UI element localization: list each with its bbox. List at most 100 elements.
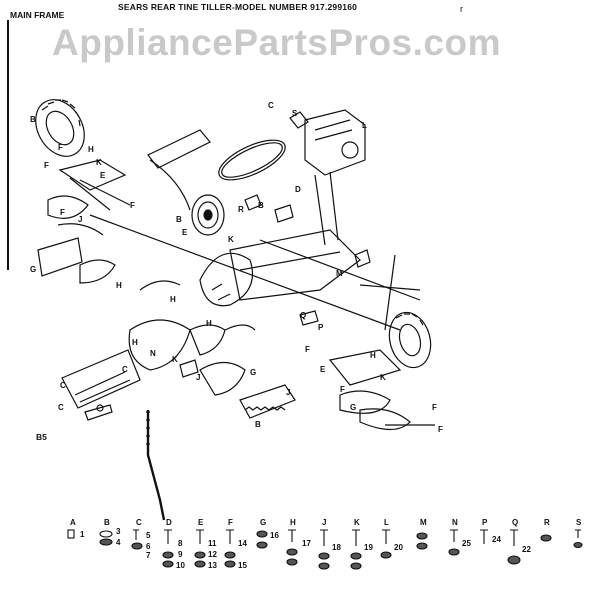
callout-f: F <box>305 345 310 354</box>
callout-r: R <box>238 205 244 214</box>
legend-number: 12 <box>208 550 217 559</box>
left-fender <box>79 259 116 284</box>
legend-letter: M <box>420 518 427 527</box>
center-shield-3 <box>199 361 246 396</box>
callout-k: K <box>96 158 102 167</box>
legend-number: 10 <box>176 561 185 570</box>
legend-letter: N <box>452 518 458 527</box>
legend-number: 4 <box>116 538 121 547</box>
callout-g: G <box>30 265 36 274</box>
bolt-icon <box>450 529 458 542</box>
callout-b: B <box>255 420 261 429</box>
bolt-icon <box>133 529 139 540</box>
legend-number: 8 <box>178 539 183 548</box>
legend-letter: L <box>384 518 389 527</box>
page-number: B5 <box>36 432 47 442</box>
callout-g: G <box>250 368 256 377</box>
control-cable <box>384 254 396 331</box>
callout-n: N <box>150 349 156 358</box>
callout-h: H <box>88 145 94 154</box>
legend-number: 22 <box>522 545 531 554</box>
callout-f: F <box>58 143 63 152</box>
legend-number: 5 <box>146 531 151 540</box>
callout-k: K <box>172 355 178 364</box>
legend-number: 19 <box>364 543 373 552</box>
center-shield-2 <box>128 319 191 371</box>
legend-number: 24 <box>492 535 501 544</box>
legend-number: 3 <box>116 527 121 536</box>
legend-letter: D <box>166 518 172 527</box>
pin-icon <box>67 529 75 539</box>
legend-letter: A <box>70 518 76 527</box>
bolt-icon <box>382 529 390 544</box>
legend-letter: J <box>322 518 326 527</box>
callout-f: F <box>432 403 437 412</box>
bolt-icon <box>575 529 581 538</box>
washer-icon <box>540 534 552 542</box>
callout-k: K <box>228 235 234 244</box>
engine <box>289 109 366 176</box>
legend-letter: S <box>576 518 582 527</box>
watermark: AppliancePartsPros.com <box>52 22 501 63</box>
callout-m: M <box>336 269 343 278</box>
bolt-icon <box>164 529 172 544</box>
frame-upright <box>314 171 339 246</box>
legend-letter: G <box>260 518 266 527</box>
callout-b: B <box>258 201 264 210</box>
callout-b: B <box>30 115 36 124</box>
callout-j: J <box>286 388 290 397</box>
rear-deflector <box>239 384 296 419</box>
callout-c: C <box>58 403 64 412</box>
left-tine-hub <box>47 159 131 236</box>
legend-number: 14 <box>238 539 247 548</box>
bolt-icon <box>352 529 360 546</box>
callout-c: C <box>60 381 66 390</box>
section-label: MAIN FRAME <box>10 10 65 20</box>
legend-number: 18 <box>332 543 341 552</box>
legend-letter: K <box>354 518 360 527</box>
legend-number: 17 <box>302 539 311 548</box>
callout-c: C <box>268 101 274 110</box>
callout-h: H <box>116 281 122 290</box>
callout-e: E <box>182 228 188 237</box>
right-tine-hub <box>328 349 435 431</box>
callout-f: F <box>44 161 49 170</box>
bolt-icon <box>226 529 234 544</box>
legend-letter: F <box>228 518 233 527</box>
main-frame <box>199 229 361 307</box>
bolt-icon <box>196 529 204 544</box>
hardware-legend: A B C D E F G H J K L M N P Q R S <box>70 518 582 527</box>
pulley <box>191 194 225 236</box>
bolt-icon <box>510 529 518 546</box>
left-tine-wheel <box>35 99 85 157</box>
callout-e: E <box>100 171 106 180</box>
washer-icon <box>99 530 113 538</box>
callout-h: H <box>206 319 212 328</box>
lower-bolt <box>84 404 113 421</box>
callout-q: Q <box>300 311 306 320</box>
callout-h: H <box>370 351 376 360</box>
center-shield-1 <box>139 280 181 291</box>
legend-letter: Q <box>512 518 518 527</box>
legend-number: 20 <box>394 543 403 552</box>
legend-number: 11 <box>208 539 217 548</box>
clip-1 <box>244 194 262 211</box>
depth-bar <box>146 410 166 521</box>
callout-k: K <box>380 373 386 382</box>
callout-h: H <box>170 295 176 304</box>
callout-g: G <box>350 403 356 412</box>
top-shield-bracket <box>147 129 211 169</box>
legend-letter: H <box>290 518 296 527</box>
callout-f: F <box>438 425 443 434</box>
legend-letter: R <box>544 518 550 527</box>
callout-j: J <box>78 215 82 224</box>
callout-f: F <box>340 385 345 394</box>
legend-number: 25 <box>462 539 471 548</box>
bolt-icon <box>320 529 328 546</box>
washer-icon <box>256 530 268 538</box>
callout-f: F <box>130 201 135 210</box>
callout-h: H <box>132 338 138 347</box>
legend-number: 15 <box>238 561 247 570</box>
callout-j: J <box>196 373 200 382</box>
drive-belt <box>218 139 286 181</box>
